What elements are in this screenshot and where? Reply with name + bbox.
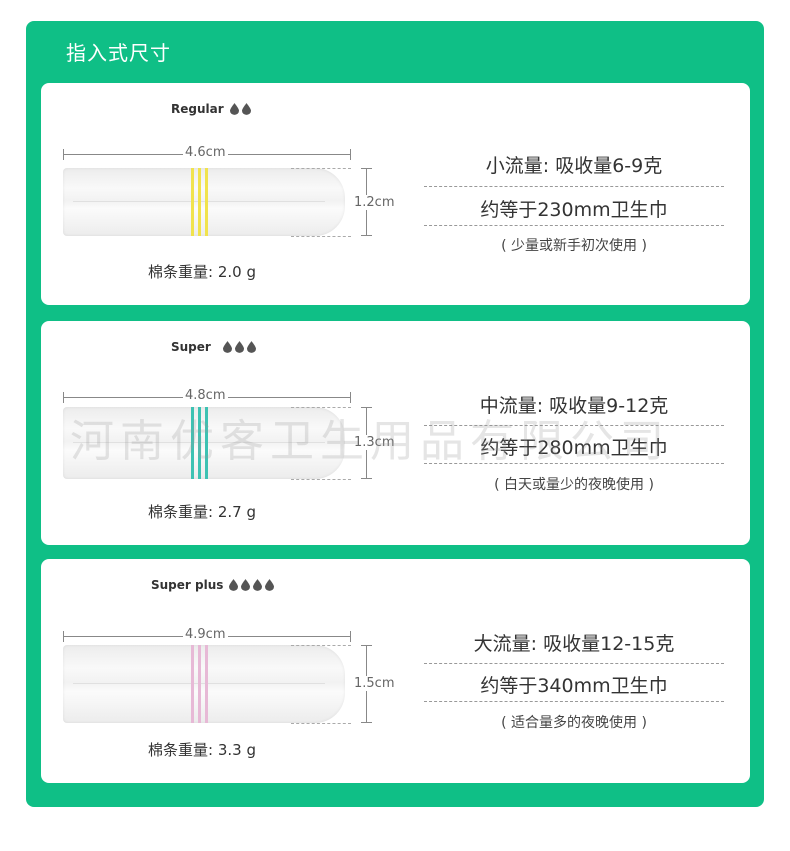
tampon-image [63,407,345,479]
size-panel: 指入式尺寸 Regular 4.6cm 1.2cm 棉条重量: 2.0 g 小流… [26,21,764,807]
divider [424,663,724,664]
size-label: Super plus [151,578,275,592]
water-drop-icon [241,579,251,591]
water-drop-icon [229,579,239,591]
dimension-guide [291,236,351,237]
weight-text: 棉条重量: 3.3 g [148,741,256,759]
panel-title: 指入式尺寸 [66,41,171,65]
usage-note: ( 适合量多的夜晚使用 ) [501,715,647,731]
size-label: Super [171,340,256,354]
tampon-stripes [191,168,213,236]
water-drop-icon [265,579,275,591]
dimension-guide [291,645,351,646]
divider [424,701,724,702]
length-label: 4.9cm [183,627,228,642]
flow-text: 中流量: 吸收量9-12克 [479,395,669,417]
water-drop-icon [246,341,256,353]
weight-text: 棉条重量: 2.7 g [148,503,256,521]
product-card-regular: Regular 4.6cm 1.2cm 棉条重量: 2.0 g 小流量: 吸收量… [41,83,750,305]
water-drop-icon [222,341,232,353]
flow-text: 大流量: 吸收量12-15克 [473,633,675,655]
equivalent-text: 约等于280mm卫生巾 [480,437,668,459]
size-name: Super plus [151,578,224,592]
water-drop-icon [234,341,244,353]
divider [424,425,724,426]
drop-rating [222,341,256,353]
tampon-image [63,645,345,723]
dimension-guide [291,723,351,724]
size-name: Regular [171,102,224,116]
flow-text: 小流量: 吸收量6-9克 [485,155,663,177]
tampon-stripes [191,645,213,723]
drop-rating [229,579,275,591]
drop-rating [229,103,251,115]
usage-note: ( 少量或新手初次使用 ) [501,238,647,254]
water-drop-icon [229,103,239,115]
diameter-label: 1.5cm [353,676,396,691]
tampon-image [63,168,345,236]
product-card-super: Super 4.8cm 1.3cm 棉条重量: 2.7 g 中流量: 吸收量9-… [41,321,750,545]
divider [424,463,724,464]
tampon-stripes [191,407,213,479]
divider [424,186,724,187]
equivalent-text: 约等于340mm卫生巾 [480,675,668,697]
product-card-super-plus: Super plus 4.9cm 1.5cm 棉条重量: 3.3 g 大流量: … [41,559,750,783]
length-label: 4.8cm [183,388,228,403]
equivalent-text: 约等于230mm卫生巾 [480,199,668,221]
dimension-guide [291,407,351,408]
water-drop-icon [241,103,251,115]
weight-text: 棉条重量: 2.0 g [148,263,256,281]
usage-note: ( 白天或量少的夜晚使用 ) [494,477,654,493]
dimension-guide [291,479,351,480]
divider [424,225,724,226]
length-label: 4.6cm [183,145,228,160]
size-label: Regular [171,102,251,116]
diameter-label: 1.2cm [353,195,396,210]
diameter-label: 1.3cm [353,435,396,450]
dimension-guide [291,168,351,169]
size-name: Super [171,340,211,354]
water-drop-icon [253,579,263,591]
